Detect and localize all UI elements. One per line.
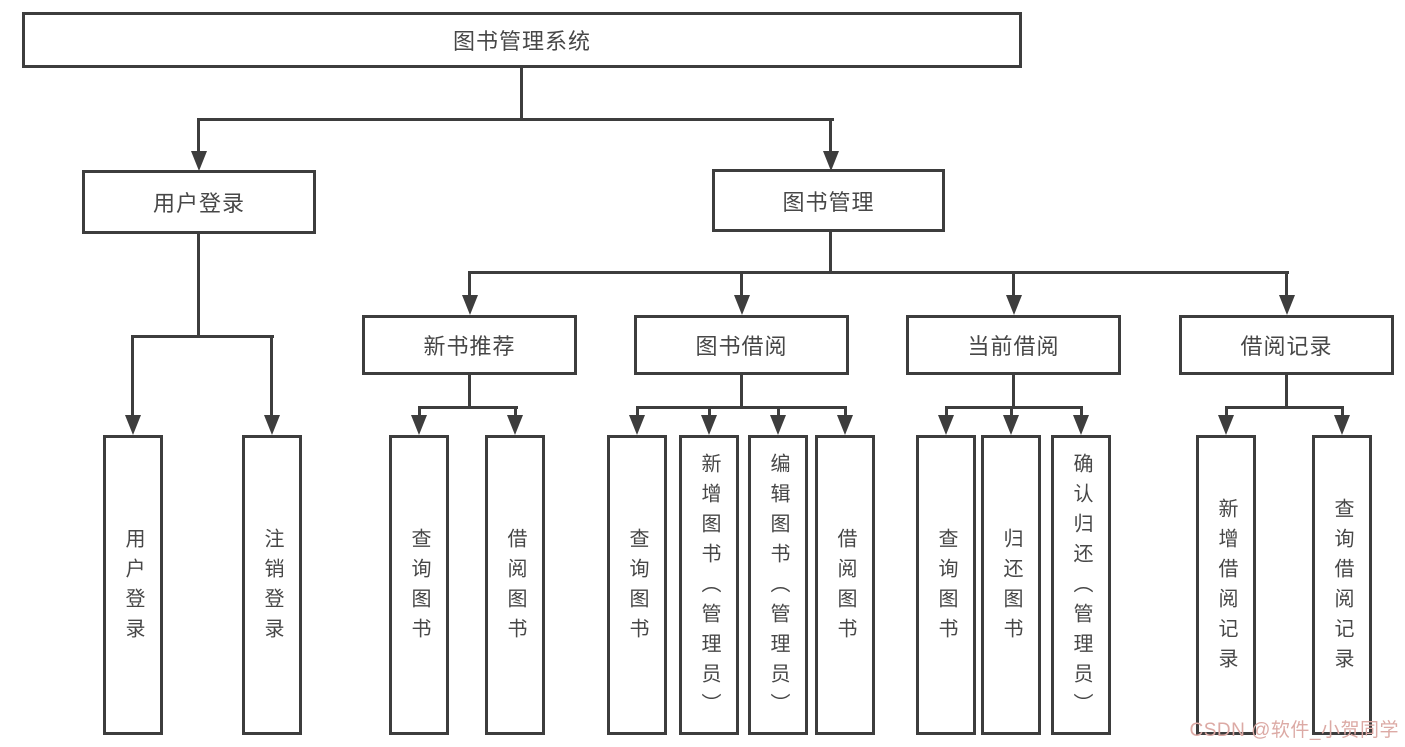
arrow-down-icon — [191, 151, 207, 171]
leaf-current-confirm-return: 确认归还（管理员） — [1051, 435, 1111, 735]
connector-to-user-login — [197, 118, 200, 152]
connector-book-management-stub — [829, 232, 832, 274]
connector-borrowing-hline — [636, 406, 847, 409]
arrow-down-icon — [938, 415, 954, 435]
connector-leaf-line — [708, 406, 711, 417]
connector-leaf-line — [514, 406, 517, 417]
connector-leaf-line — [777, 406, 780, 417]
connector-leaf-line — [844, 406, 847, 417]
arrow-down-icon — [629, 415, 645, 435]
node-book-borrowing: 图书借阅 — [634, 315, 849, 375]
connector-records-stub — [1285, 375, 1288, 409]
leaf-logout: 注销登录 — [242, 435, 302, 735]
connector-level3-hline — [468, 271, 1289, 274]
arrow-down-icon — [770, 415, 786, 435]
connector-leaf-line — [1225, 406, 1228, 417]
arrow-down-icon — [701, 415, 717, 435]
arrow-down-icon — [1006, 295, 1022, 315]
connector-to-leaf-logout — [270, 335, 273, 417]
connector-leaf-line — [945, 406, 948, 417]
connector-recommend-hline — [418, 406, 518, 409]
leaf-current-return-books: 归还图书 — [981, 435, 1041, 735]
connector-to-borrowing-records — [1285, 271, 1288, 298]
connector-current-hline — [945, 406, 1083, 409]
connector-to-current-borrowing — [1012, 271, 1015, 298]
csdn-watermark: CSDN @软件_小贺同学 — [1189, 720, 1399, 741]
leaf-borrowing-borrow-books: 借阅图书 — [815, 435, 875, 735]
node-current-borrowing: 当前借阅 — [906, 315, 1121, 375]
connector-user-login-hline — [131, 335, 274, 338]
arrow-down-icon — [125, 415, 141, 435]
arrow-down-icon — [507, 415, 523, 435]
arrow-down-icon — [1073, 415, 1089, 435]
node-borrowing-records: 借阅记录 — [1179, 315, 1394, 375]
connector-leaf-line — [636, 406, 639, 417]
arrow-down-icon — [823, 151, 839, 171]
node-book-management: 图书管理 — [712, 169, 945, 232]
connector-to-book-borrowing — [740, 271, 743, 298]
leaf-recommend-query-books: 查询图书 — [389, 435, 449, 735]
arrow-down-icon — [1003, 415, 1019, 435]
leaf-records-add-record: 新增借阅记录 — [1196, 435, 1256, 735]
arrow-down-icon — [734, 295, 750, 315]
connector-borrowing-stub — [740, 375, 743, 409]
connector-user-login-stub — [197, 234, 200, 338]
connector-leaf-line — [1341, 406, 1344, 417]
node-root: 图书管理系统 — [22, 12, 1022, 68]
connector-leaf-line — [1080, 406, 1083, 417]
connector-to-leaf-user-login — [131, 335, 134, 417]
arrow-down-icon — [837, 415, 853, 435]
arrow-down-icon — [1218, 415, 1234, 435]
arrow-down-icon — [1279, 295, 1295, 315]
connector-root-stub — [520, 68, 523, 120]
leaf-borrowing-add-books: 新增图书（管理员） — [679, 435, 739, 735]
connector-leaf-line — [418, 406, 421, 417]
connector-level2-hline — [197, 118, 834, 121]
leaf-recommend-borrow-books: 借阅图书 — [485, 435, 545, 735]
connector-records-hline — [1225, 406, 1344, 409]
leaf-current-query-books: 查询图书 — [916, 435, 976, 735]
arrow-down-icon — [462, 295, 478, 315]
node-user-login: 用户登录 — [82, 170, 316, 234]
arrow-down-icon — [1334, 415, 1350, 435]
leaf-borrowing-edit-books: 编辑图书（管理员） — [748, 435, 808, 735]
arrow-down-icon — [264, 415, 280, 435]
connector-current-stub — [1012, 375, 1015, 409]
leaf-user-login: 用户登录 — [103, 435, 163, 735]
connector-to-new-book-recommend — [468, 271, 471, 298]
connector-to-book-management — [829, 118, 832, 152]
connector-leaf-line — [1010, 406, 1013, 417]
connector-recommend-stub — [468, 375, 471, 409]
leaf-records-query-record: 查询借阅记录 — [1312, 435, 1372, 735]
arrow-down-icon — [411, 415, 427, 435]
leaf-borrowing-query-books: 查询图书 — [607, 435, 667, 735]
node-new-book-recommend: 新书推荐 — [362, 315, 577, 375]
